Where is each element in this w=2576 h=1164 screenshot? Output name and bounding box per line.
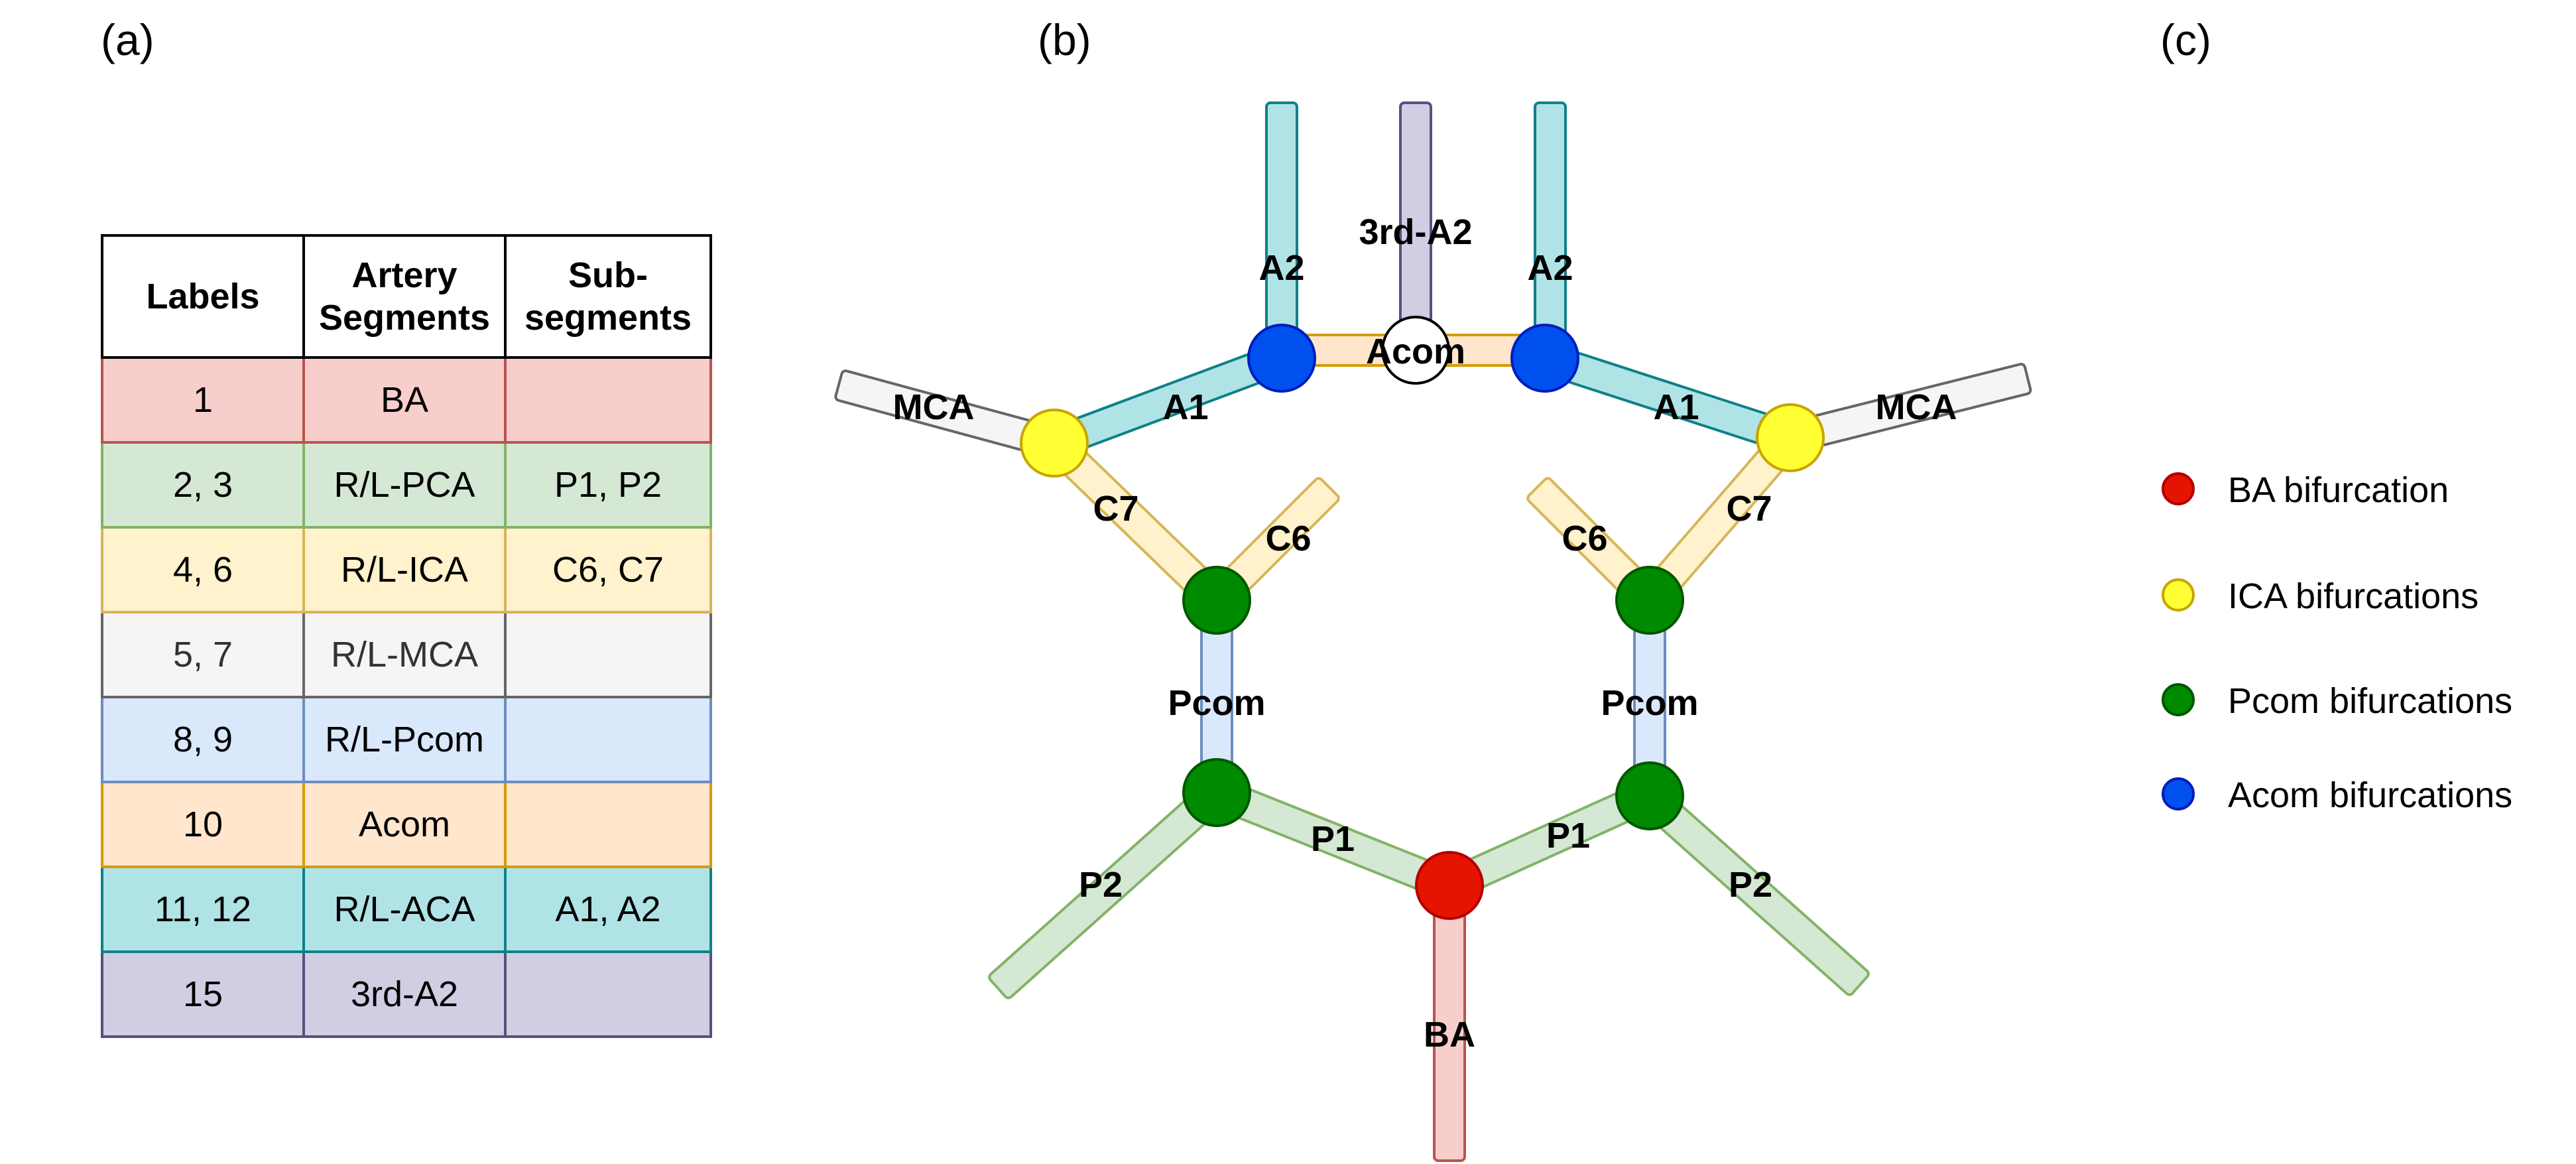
cell-sub-segments: [504, 611, 712, 698]
panel-label-b: (b): [1038, 15, 1091, 64]
header-labels: Labels: [101, 234, 305, 359]
label-a2-left: A2: [1258, 248, 1304, 288]
label-a2-right: A2: [1527, 248, 1573, 288]
cell-segment: BA: [302, 356, 507, 444]
cell-sub-segments: [504, 356, 712, 444]
label-p2-right: P2: [1729, 865, 1772, 905]
cell-sub-segments: [504, 950, 712, 1038]
label-c7-left: C7: [1093, 489, 1138, 529]
cell-segment: R/L-ICA: [302, 526, 507, 614]
panel-label-c: (c): [2160, 15, 2211, 64]
legend-dot-green-icon: [2162, 683, 2195, 716]
cell-sub-segments: C6, C7: [504, 526, 712, 614]
cell-sub-segments: [504, 696, 712, 783]
label-c6-right: C6: [1562, 519, 1607, 558]
cell-labels: 5, 7: [101, 611, 305, 698]
label-a1-right: A1: [1653, 387, 1699, 427]
legend-dot-red-icon: [2162, 472, 2195, 505]
cell-labels: 11, 12: [101, 866, 305, 953]
legend-dot-blue-icon: [2162, 777, 2195, 810]
ica-bifurcation-node-right: [1756, 403, 1825, 472]
acom-bifurcation-node-left: [1247, 324, 1316, 393]
label-a1-left: A1: [1162, 387, 1208, 427]
cell-segment: R/L-ACA: [302, 866, 507, 953]
legend-dot-yellow-icon: [2162, 578, 2195, 612]
label-c7-right: C7: [1726, 489, 1772, 529]
cell-segment: R/L-Pcom: [302, 696, 507, 783]
cell-sub-segments: P1, P2: [504, 441, 712, 529]
header-sub-segments: Sub-segments: [504, 234, 712, 359]
cell-labels: 8, 9: [101, 696, 305, 783]
label-mca-right: MCA: [1876, 387, 1957, 427]
cell-segment: Acom: [302, 781, 507, 868]
legend-label: Pcom bifurcations: [2228, 681, 2513, 721]
cell-labels: 10: [101, 781, 305, 868]
label-p1-right: P1: [1546, 816, 1590, 856]
cell-labels: 15: [101, 950, 305, 1038]
label-p1-left: P1: [1311, 819, 1355, 859]
panel-label-a: (a): [101, 15, 154, 64]
legend-label: Acom bifurcations: [2228, 775, 2513, 815]
acom-bifurcation-node-right: [1510, 324, 1579, 393]
artery-segments: [834, 101, 2032, 1162]
cell-sub-segments: A1, A2: [504, 866, 712, 953]
ica-bifurcation-node-left: [1020, 409, 1089, 478]
ba-bifurcation-node: [1415, 851, 1484, 920]
segment-labels: A2 A2 3rd-A2 Acom MCA MCA A1 A1 C7 C7 C6…: [893, 212, 1957, 1055]
pcom-bifurcation-node-left-lower: [1182, 758, 1251, 827]
legend-label: BA bifurcation: [2228, 470, 2449, 510]
cell-segment: R/L-MCA: [302, 611, 507, 698]
a2-left-segment: [1265, 101, 1298, 359]
cell-segment: R/L-PCA: [302, 441, 507, 529]
pcom-bifurcation-node-right-lower: [1615, 761, 1684, 830]
pcom-bifurcation-node-left-upper: [1182, 566, 1251, 635]
label-third-a2: 3rd-A2: [1359, 212, 1472, 252]
cell-labels: 4, 6: [101, 526, 305, 614]
third-a2-node: [1381, 316, 1450, 385]
cell-labels: 1: [101, 356, 305, 444]
label-mca-left: MCA: [893, 387, 975, 427]
label-acom: Acom: [1366, 332, 1465, 371]
cell-segment: 3rd-A2: [302, 950, 507, 1038]
label-ba: BA: [1424, 1015, 1475, 1055]
pcom-bifurcation-node-right-upper: [1615, 566, 1684, 635]
label-pcom-left: Pcom: [1168, 683, 1265, 723]
label-p2-left: P2: [1079, 865, 1123, 905]
bifurcation-nodes: [1020, 316, 1825, 920]
cell-sub-segments: [504, 781, 712, 868]
label-pcom-right: Pcom: [1601, 683, 1698, 723]
a2-right-segment: [1534, 101, 1567, 359]
cell-labels: 2, 3: [101, 441, 305, 529]
legend-label: ICA bifurcations: [2228, 576, 2479, 616]
label-c6-left: C6: [1265, 519, 1311, 558]
